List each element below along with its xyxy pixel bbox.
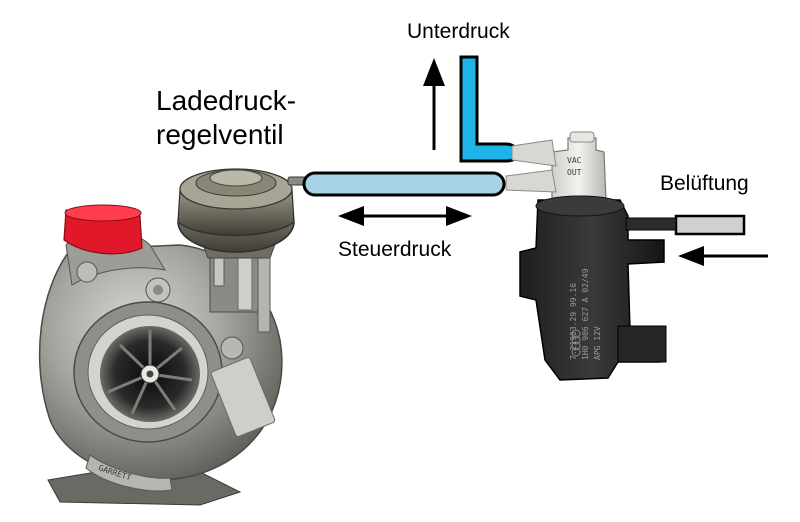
venting-label: Belüftung [660,172,749,195]
arrow-left-icon [678,246,768,266]
red-cap [63,204,143,255]
valve-text-line1: APG 12V [593,326,602,360]
vacuum-hose [459,55,519,163]
vent-hose [674,214,746,236]
port-vac-text: VAC [567,156,582,165]
valve-text-line2: 1H0 906 627 A 02/49 [581,268,590,360]
control-pressure-hose [302,171,506,197]
double-arrow-icon [338,206,472,226]
control-pressure-label: Steuerdruck [338,238,452,261]
port-out-text: OUT [567,168,582,177]
arrow-up-icon [423,58,445,150]
wastegate-label-line2: regelventil [156,119,284,150]
wastegate-label: Ladedruck- regelventil [156,84,296,152]
wastegate-actuator [177,168,311,333]
compressor-inlet [73,301,223,443]
valve-text-line3: 7.21903.29 99.16 [569,283,578,360]
wastegate-label-line1: Ladedruck- [156,85,297,116]
logo-rings-icon [571,329,581,357]
vacuum-label: Unterdruck [407,20,510,43]
solenoid-valve: VAC OUT APG 12V 1H0 906 627 A 02/49 7.21… [505,131,677,381]
